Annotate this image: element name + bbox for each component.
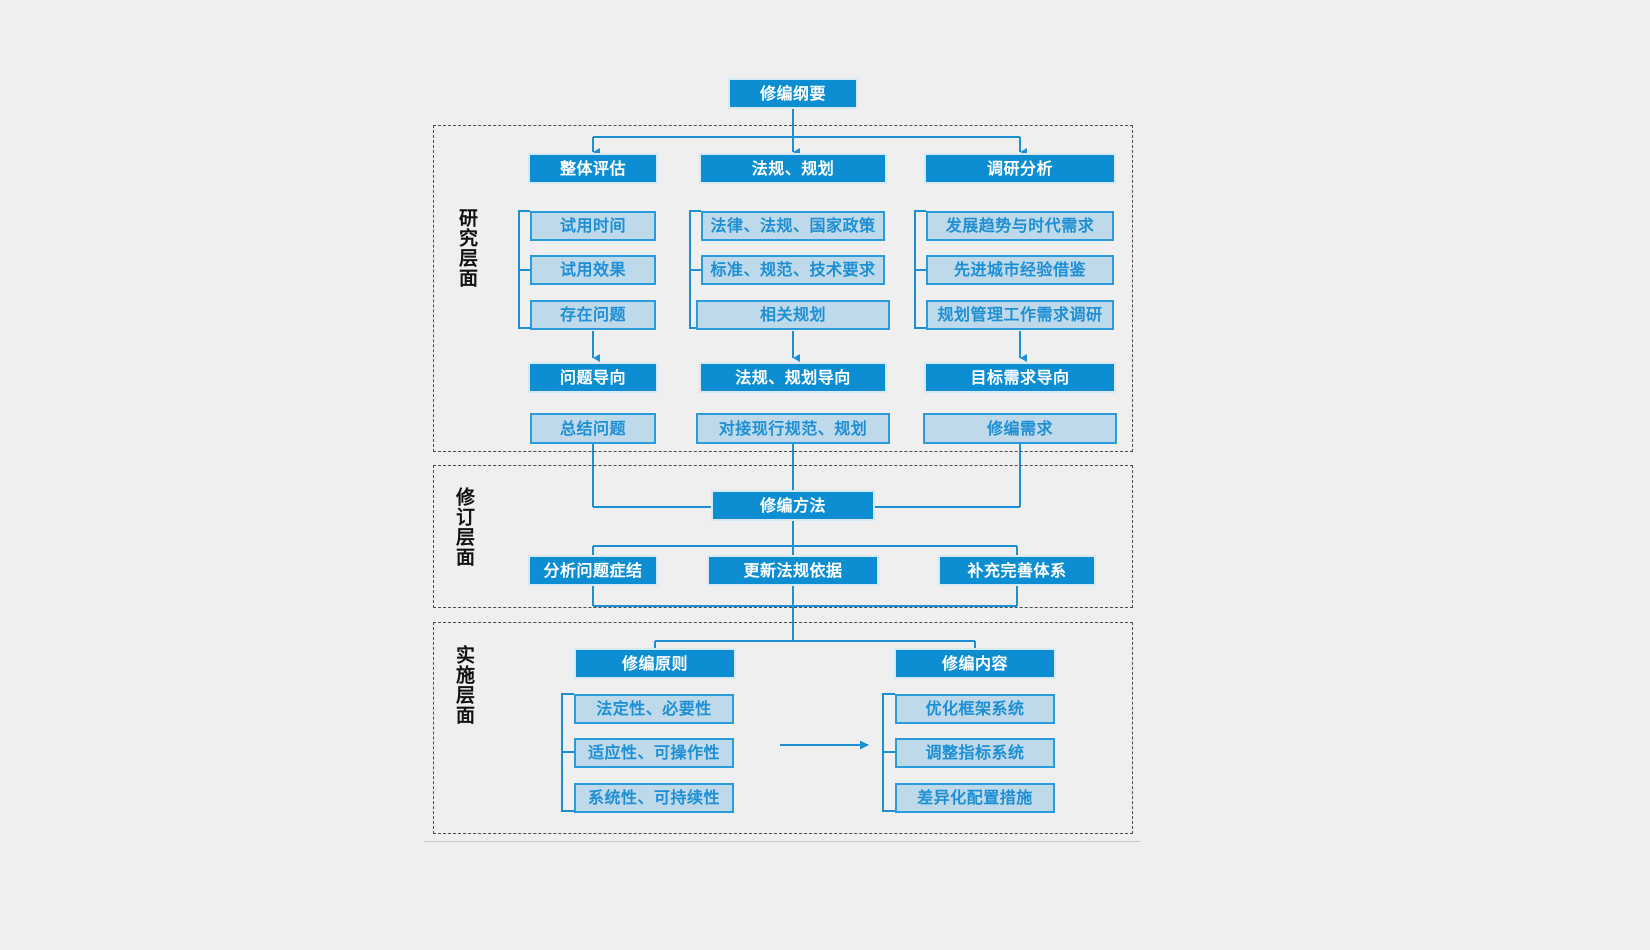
node-revision-demand[interactable]: 修编需求	[923, 413, 1117, 444]
layer-frame-implementation	[433, 622, 1133, 834]
layer-label-revision: 修订层面	[453, 487, 475, 567]
node-planning-mgmt-survey[interactable]: 规划管理工作需求调研	[926, 300, 1114, 330]
node-update-legal-basis[interactable]: 更新法规依据	[709, 557, 877, 584]
node-advanced-city-reference[interactable]: 先进城市经验借鉴	[926, 255, 1114, 285]
node-standards-specs-tech[interactable]: 标准、规范、技术要求	[701, 255, 885, 285]
node-analyze-problem-root[interactable]: 分析问题症结	[530, 557, 656, 584]
layer-frame-research	[433, 125, 1133, 452]
bottom-rule	[424, 841, 1140, 842]
layer-label-research: 研究层面	[456, 208, 478, 288]
node-revision-principles[interactable]: 修编原则	[576, 650, 734, 677]
node-differentiated-config[interactable]: 差异化配置措施	[895, 783, 1055, 813]
node-adaptability-operability[interactable]: 适应性、可操作性	[574, 738, 734, 768]
node-revision-method[interactable]: 修编方法	[713, 492, 873, 519]
node-regulations-planning[interactable]: 法规、规划	[701, 155, 885, 182]
node-legality-necessity[interactable]: 法定性、必要性	[574, 694, 734, 724]
node-goal-demand-oriented[interactable]: 目标需求导向	[926, 364, 1114, 391]
node-trial-effect[interactable]: 试用效果	[530, 255, 656, 285]
node-optimize-framework[interactable]: 优化框架系统	[895, 694, 1055, 724]
node-summarize-problems[interactable]: 总结问题	[530, 413, 656, 444]
layer-label-implementation: 实施层面	[453, 645, 475, 725]
node-laws-regulations-policy[interactable]: 法律、法规、国家政策	[701, 211, 885, 241]
node-related-planning[interactable]: 相关规划	[696, 300, 890, 330]
node-revision-content[interactable]: 修编内容	[896, 650, 1054, 677]
node-adjust-indicators[interactable]: 调整指标系统	[895, 738, 1055, 768]
node-trial-period[interactable]: 试用时间	[530, 211, 656, 241]
node-overall-assessment[interactable]: 整体评估	[530, 155, 656, 182]
node-existing-problems[interactable]: 存在问题	[530, 300, 656, 330]
layer-frame-revision	[433, 465, 1133, 608]
node-systematic-sustainable[interactable]: 系统性、可持续性	[574, 783, 734, 813]
node-root[interactable]: 修编纲要	[730, 80, 856, 107]
node-problem-oriented[interactable]: 问题导向	[530, 364, 656, 391]
node-trends-era-demand[interactable]: 发展趋势与时代需求	[926, 211, 1114, 241]
node-research-analysis[interactable]: 调研分析	[926, 155, 1114, 182]
node-align-current-specs[interactable]: 对接现行规范、规划	[696, 413, 890, 444]
node-supplement-system[interactable]: 补充完善体系	[940, 557, 1094, 584]
node-regulation-planning-oriented[interactable]: 法规、规划导向	[701, 364, 885, 391]
